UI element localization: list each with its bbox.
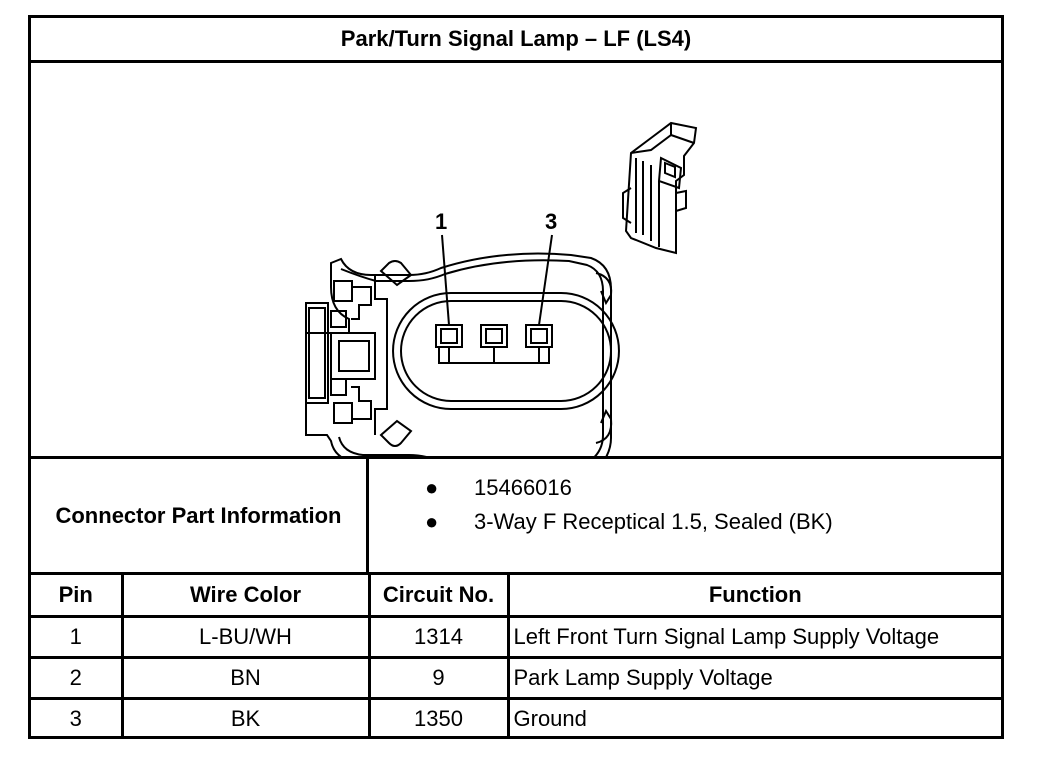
cell-pin: 1 (31, 614, 124, 659)
cell-circuit: 1350 (367, 696, 510, 739)
bullet-icon: ● (425, 509, 439, 534)
part-number: 15466016 (474, 475, 572, 500)
cell-function: Ground (506, 696, 1001, 739)
table-header-row: Pin Wire Color Circuit No. Function (31, 575, 1001, 618)
cell-wire-color: BK (120, 696, 371, 739)
connector-info-label: Connector Part Information (31, 459, 369, 572)
cell-pin: 2 (31, 655, 124, 700)
connector-sheet: Park/Turn Signal Lamp – LF (LS4) (28, 15, 1004, 739)
list-item: ● 3-Way F Receptical 1.5, Sealed (BK) (369, 505, 1001, 539)
connector-info-list: ● 15466016 ● 3-Way F Receptical 1.5, Sea… (369, 459, 1001, 572)
pin-table: Pin Wire Color Circuit No. Function 1 L-… (31, 575, 1001, 739)
connector-face-drawing: 1 3 (305, 121, 698, 456)
header-wire-color: Wire Color (120, 575, 371, 618)
table-row: 2 BN 9 Park Lamp Supply Voltage (31, 655, 1001, 700)
bullet-icon: ● (425, 475, 439, 500)
table-row: 3 BK 1350 Ground (31, 696, 1001, 739)
connector-description: 3-Way F Receptical 1.5, Sealed (BK) (474, 509, 833, 534)
header-circuit-no: Circuit No. (367, 575, 510, 618)
connector-diagram: 1 3 (31, 63, 1001, 456)
pin-label-3: 3 (545, 209, 557, 234)
page-title: Park/Turn Signal Lamp – LF (LS4) (31, 18, 1001, 63)
cell-wire-color: BN (120, 655, 371, 700)
cell-circuit: 1314 (367, 614, 510, 659)
cell-function: Left Front Turn Signal Lamp Supply Volta… (506, 614, 1001, 659)
cell-circuit: 9 (367, 655, 510, 700)
pin-label-1: 1 (435, 209, 447, 234)
connector-info-section: Connector Part Information ● 15466016 ● … (31, 456, 1001, 575)
header-pin: Pin (31, 575, 124, 618)
cell-function: Park Lamp Supply Voltage (506, 655, 1001, 700)
cell-wire-color: L-BU/WH (120, 614, 371, 659)
list-item: ● 15466016 (369, 471, 1001, 505)
cell-pin: 3 (31, 696, 124, 739)
table-row: 1 L-BU/WH 1314 Left Front Turn Signal La… (31, 614, 1001, 659)
header-function: Function (506, 575, 1001, 618)
